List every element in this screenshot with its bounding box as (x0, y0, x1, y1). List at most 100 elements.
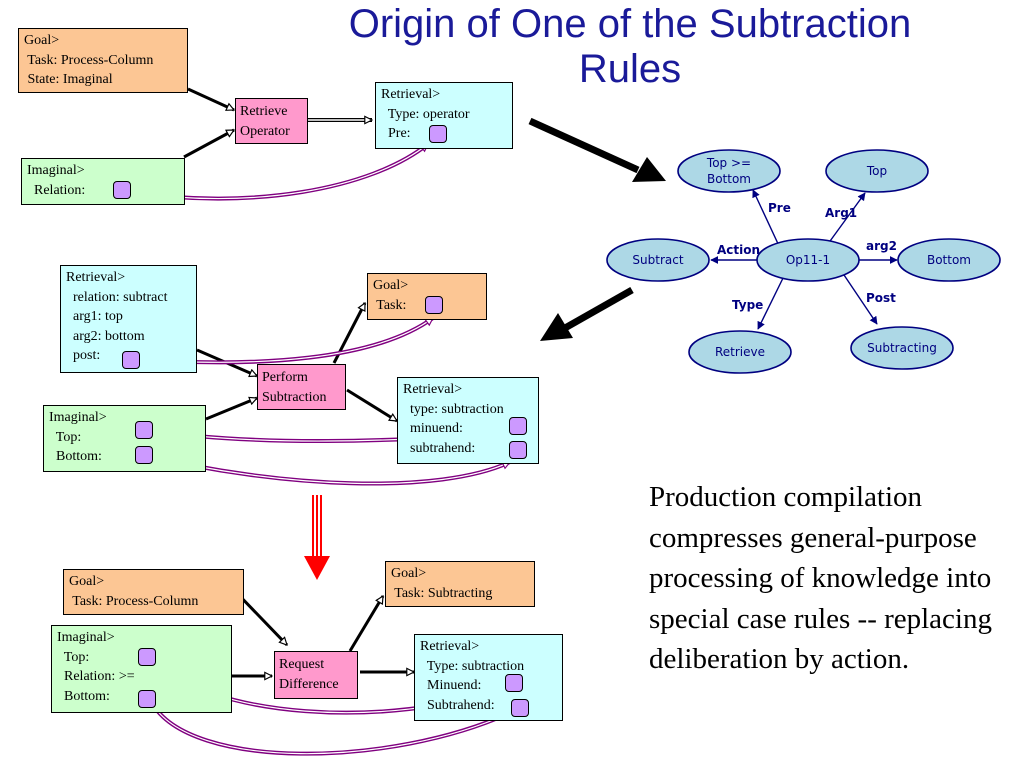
bottom-imaginal-line: Imaginal> (57, 630, 115, 645)
operator-network: Pre Arg1 Action arg2 Type Post Top >= Bo… (606, 149, 1001, 374)
edge-post (841, 271, 878, 325)
perform-subtraction-line: Perform (262, 370, 308, 385)
relation-slot (113, 181, 131, 199)
edge-label-post: Post (866, 291, 896, 305)
edge-label-arg1: Arg1 (825, 206, 857, 220)
edge-label-type: Type (732, 298, 763, 312)
bottom-retrieval-out-line: Minuend: (420, 678, 482, 693)
request-difference-line: Difference (279, 676, 339, 692)
top-imaginal-line: Imaginal> (27, 163, 85, 178)
top-retrieval-line: Retrieval> (381, 87, 441, 102)
node-op11-1-label: Op11-1 (786, 253, 830, 267)
subtrahend-slot (509, 441, 527, 459)
bottom-imaginal-line: Bottom: (57, 688, 110, 704)
bottom-to-subtrahend-compiled-binding-arrow-core (151, 702, 512, 755)
middle-retrieval-line: relation: subtract (66, 289, 168, 305)
to-network-big-arrow-head (632, 157, 666, 182)
bottom-goal-out-chunk: Goal> Task: Subtracting (385, 561, 535, 607)
node-top-ge-bottom-line2: Bottom (707, 172, 751, 186)
node-top-ge-bottom (677, 149, 781, 193)
retrieve-operator-action: Retrieve Operator (235, 98, 308, 144)
edge-label-pre: Pre (768, 201, 791, 215)
request-difference-action: Request Difference (274, 651, 358, 699)
top-retrieval-chunk: Retrieval> Type: operator Pre: (375, 82, 513, 149)
node-bottom-label: Bottom (927, 253, 971, 267)
middle-retrieval-line: Retrieval> (66, 270, 126, 285)
compiled-top-slot (138, 648, 156, 666)
bottom-retrieval-out-line: Subtrahend: (420, 697, 495, 713)
top-slot (135, 421, 153, 439)
node-bottom (897, 238, 1001, 282)
node-subtracting-label: Subtracting (867, 341, 937, 355)
node-top (825, 149, 929, 193)
bottom-goal-out-line: Goal> (391, 566, 427, 581)
slide-title: Origin of One of the Subtraction Rules (348, 2, 912, 91)
bottom-imaginal-chunk: Imaginal> Top: Relation: >= Bottom: (51, 625, 232, 713)
perform-to-retrieval-arrow (346, 388, 397, 423)
middle-imaginal-line: Top: (49, 429, 82, 445)
edge-label-arg2: arg2 (866, 239, 897, 253)
bottom-slot (135, 446, 153, 464)
bottom-retrieval-out-line: Retrieval> (420, 639, 480, 654)
middle-retrieval-out-line: type: subtraction (403, 401, 504, 417)
to-middle-big-arrow-head (540, 313, 573, 341)
perform-subtraction-line: Subtraction (262, 389, 327, 405)
node-retrieve (688, 330, 792, 374)
node-subtracting (850, 326, 954, 370)
middle-imaginal-line: Imaginal> (49, 410, 107, 425)
to-network-big-arrow (528, 117, 640, 174)
middle-retrieval-line: arg2: bottom (66, 328, 145, 344)
to-middle-big-arrow (563, 286, 634, 332)
middle-retrieval-chunk: Retrieval> relation: subtract arg1: top … (60, 265, 197, 373)
compiled-minuend-slot (505, 674, 523, 692)
bottom-imaginal-line: Top: (57, 649, 90, 665)
task-slot (425, 296, 443, 314)
minuend-slot (509, 417, 527, 435)
top-goal-line: Goal> (24, 33, 60, 48)
middle-retrieval-out-line: Retrieval> (403, 382, 463, 397)
bottom-goal-line: Goal> (69, 574, 105, 589)
bottom-imaginal-line: Relation: >= (57, 669, 135, 684)
imaginal-to-perform-arrow (205, 396, 257, 421)
bottom-goal-line: Task: Process-Column (69, 593, 199, 609)
node-subtract-label: Subtract (632, 253, 683, 267)
request-difference-line: Request (279, 657, 325, 672)
compiled-bottom-slot (138, 690, 156, 708)
middle-imaginal-chunk: Imaginal> Top: Bottom: (43, 405, 206, 472)
perform-subtraction-action: Perform Subtraction (257, 364, 346, 410)
edge-label-action: Action (717, 243, 760, 257)
compile-arrow-head (304, 556, 330, 580)
bottom-goal-chunk: Goal> Task: Process-Column (63, 569, 244, 615)
top-goal-line: Task: Process-Column (24, 52, 154, 68)
middle-retrieval-out-chunk: Retrieval> type: subtraction minuend: su… (397, 377, 539, 464)
middle-retrieval-line: post: (66, 348, 101, 363)
top-imaginal-line: Relation: (27, 182, 86, 198)
node-op11-1 (756, 238, 860, 282)
request-to-goal-arrow (348, 596, 385, 652)
compiled-subtrahend-slot (511, 699, 529, 717)
middle-retrieval-out-line: subtrahend: (403, 440, 476, 456)
caption-text: Production compilation compresses genera… (649, 481, 992, 675)
bottom-retrieval-out-line: Type: subtraction (420, 658, 525, 674)
goal-to-retrieve-arrow (187, 87, 234, 112)
edge-type (757, 271, 787, 330)
top-goal-line: State: Imaginal (24, 72, 113, 87)
edge-arg1 (824, 192, 866, 249)
top-goal-chunk: Goal> Task: Process-Column State: Imagin… (18, 28, 188, 93)
post-slot (122, 351, 140, 369)
retrieve-operator-line: Retrieve (240, 104, 288, 119)
top-imaginal-chunk: Imaginal> Relation: (21, 158, 185, 205)
middle-goal-line: Task: (373, 297, 407, 313)
middle-goal-line: Goal> (373, 278, 409, 293)
middle-retrieval-line: arg1: top (66, 309, 123, 324)
bottom-retrieval-out-chunk: Retrieval> Type: subtraction Minuend: Su… (414, 634, 563, 721)
node-top-ge-bottom-line1: Top >= (706, 156, 751, 170)
top-retrieval-line: Type: operator (381, 106, 470, 122)
node-top-label: Top (866, 164, 887, 178)
middle-imaginal-line: Bottom: (49, 449, 102, 464)
top-retrieval-line: Pre: (381, 126, 411, 141)
pre-slot (429, 125, 447, 143)
node-subtract (606, 238, 710, 282)
imaginal-to-retrieve-arrow (183, 128, 234, 159)
edge-pre (752, 189, 781, 249)
